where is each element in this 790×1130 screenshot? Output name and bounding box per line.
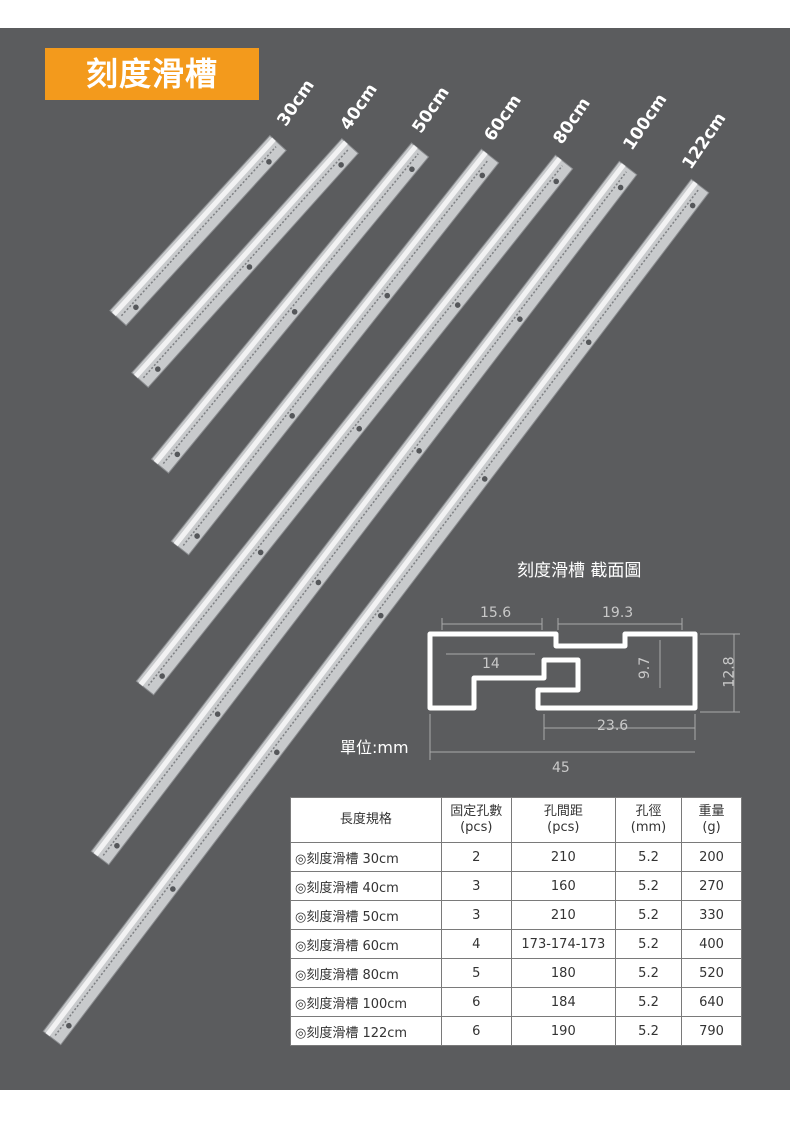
product-panel: 刻度滑槽	[0, 28, 790, 1090]
header-weight: 重量(g)	[681, 797, 742, 843]
table-cell: 6	[440, 1016, 512, 1046]
table-cell: 5.2	[614, 929, 683, 959]
cross-section-diagram	[427, 618, 740, 760]
table-cell: 5.2	[614, 958, 683, 988]
dim-inner: 14	[482, 656, 500, 672]
table-cell: 5	[440, 958, 512, 988]
cross-section-title: 刻度滑槽 截面圖	[517, 561, 642, 581]
table-cell: 184	[510, 987, 616, 1017]
table-cell: 210	[510, 842, 616, 872]
dim-height-inner: 9.7	[637, 656, 654, 680]
profile-outline	[427, 631, 698, 711]
table-cell: ◎刻度滑槽 50cm	[290, 900, 442, 930]
table-cell: ◎刻度滑槽 30cm	[290, 842, 442, 872]
table-cell: 173-174-173	[510, 929, 616, 959]
dim-width-total: 45	[552, 760, 570, 776]
table-cell: ◎刻度滑槽 40cm	[290, 871, 442, 901]
table-cell: ◎刻度滑槽 60cm	[290, 929, 442, 959]
header-hole-diameter: 孔徑(mm)	[614, 797, 683, 843]
header-hole-spacing: 孔間距(pcs)	[510, 797, 616, 843]
unit-label: 單位:mm	[340, 738, 409, 757]
table-cell: 330	[681, 900, 742, 930]
table-cell: 5.2	[614, 900, 683, 930]
table-cell: 5.2	[614, 842, 683, 872]
table-cell: 190	[510, 1016, 616, 1046]
table-cell: 2	[440, 842, 512, 872]
table-cell: 3	[440, 900, 512, 930]
dim-top-right: 19.3	[602, 605, 634, 621]
page-title: 刻度滑槽	[85, 55, 218, 93]
table-cell: 400	[681, 929, 742, 959]
table-cell: 790	[681, 1016, 742, 1046]
rail-2	[131, 137, 359, 389]
table-cell: ◎刻度滑槽 100cm	[290, 987, 442, 1017]
spec-table: 長度規格 固定孔數(pcs) 孔間距(pcs) 孔徑(mm) 重量(g) ◎刻度…	[290, 797, 742, 1046]
rail-1	[109, 134, 287, 327]
rails-illustration	[42, 134, 740, 1046]
table-cell: 3	[440, 871, 512, 901]
table-cell: 270	[681, 871, 742, 901]
dim-top-left: 15.6	[480, 605, 512, 621]
rail-5	[135, 154, 574, 696]
table-cell: 5.2	[614, 1016, 683, 1046]
table-cell: ◎刻度滑槽 122cm	[290, 1016, 442, 1046]
table-cell: 5.2	[614, 987, 683, 1017]
dim-height-total: 12.8	[721, 656, 738, 688]
table-cell: 200	[681, 842, 742, 872]
table-cell: 520	[681, 958, 742, 988]
title-banner: 刻度滑槽	[45, 48, 259, 100]
table-cell: 5.2	[614, 871, 683, 901]
table-cell: 6	[440, 987, 512, 1017]
dim-bottom: 23.6	[597, 718, 629, 734]
rail-4	[170, 148, 500, 556]
table-cell: 210	[510, 900, 616, 930]
table-cell: 640	[681, 987, 742, 1017]
rail-7	[42, 178, 710, 1046]
table-cell: 4	[440, 929, 512, 959]
table-header-row: 長度規格 固定孔數(pcs) 孔間距(pcs) 孔徑(mm) 重量(g)	[290, 797, 742, 843]
table-cell: 160	[510, 871, 616, 901]
table-cell: ◎刻度滑槽 80cm	[290, 958, 442, 988]
rail-6	[90, 160, 638, 866]
header-hole-count: 固定孔數(pcs)	[440, 797, 512, 843]
rail-3	[150, 142, 430, 474]
header-length: 長度規格	[290, 797, 442, 843]
table-cell: 180	[510, 958, 616, 988]
